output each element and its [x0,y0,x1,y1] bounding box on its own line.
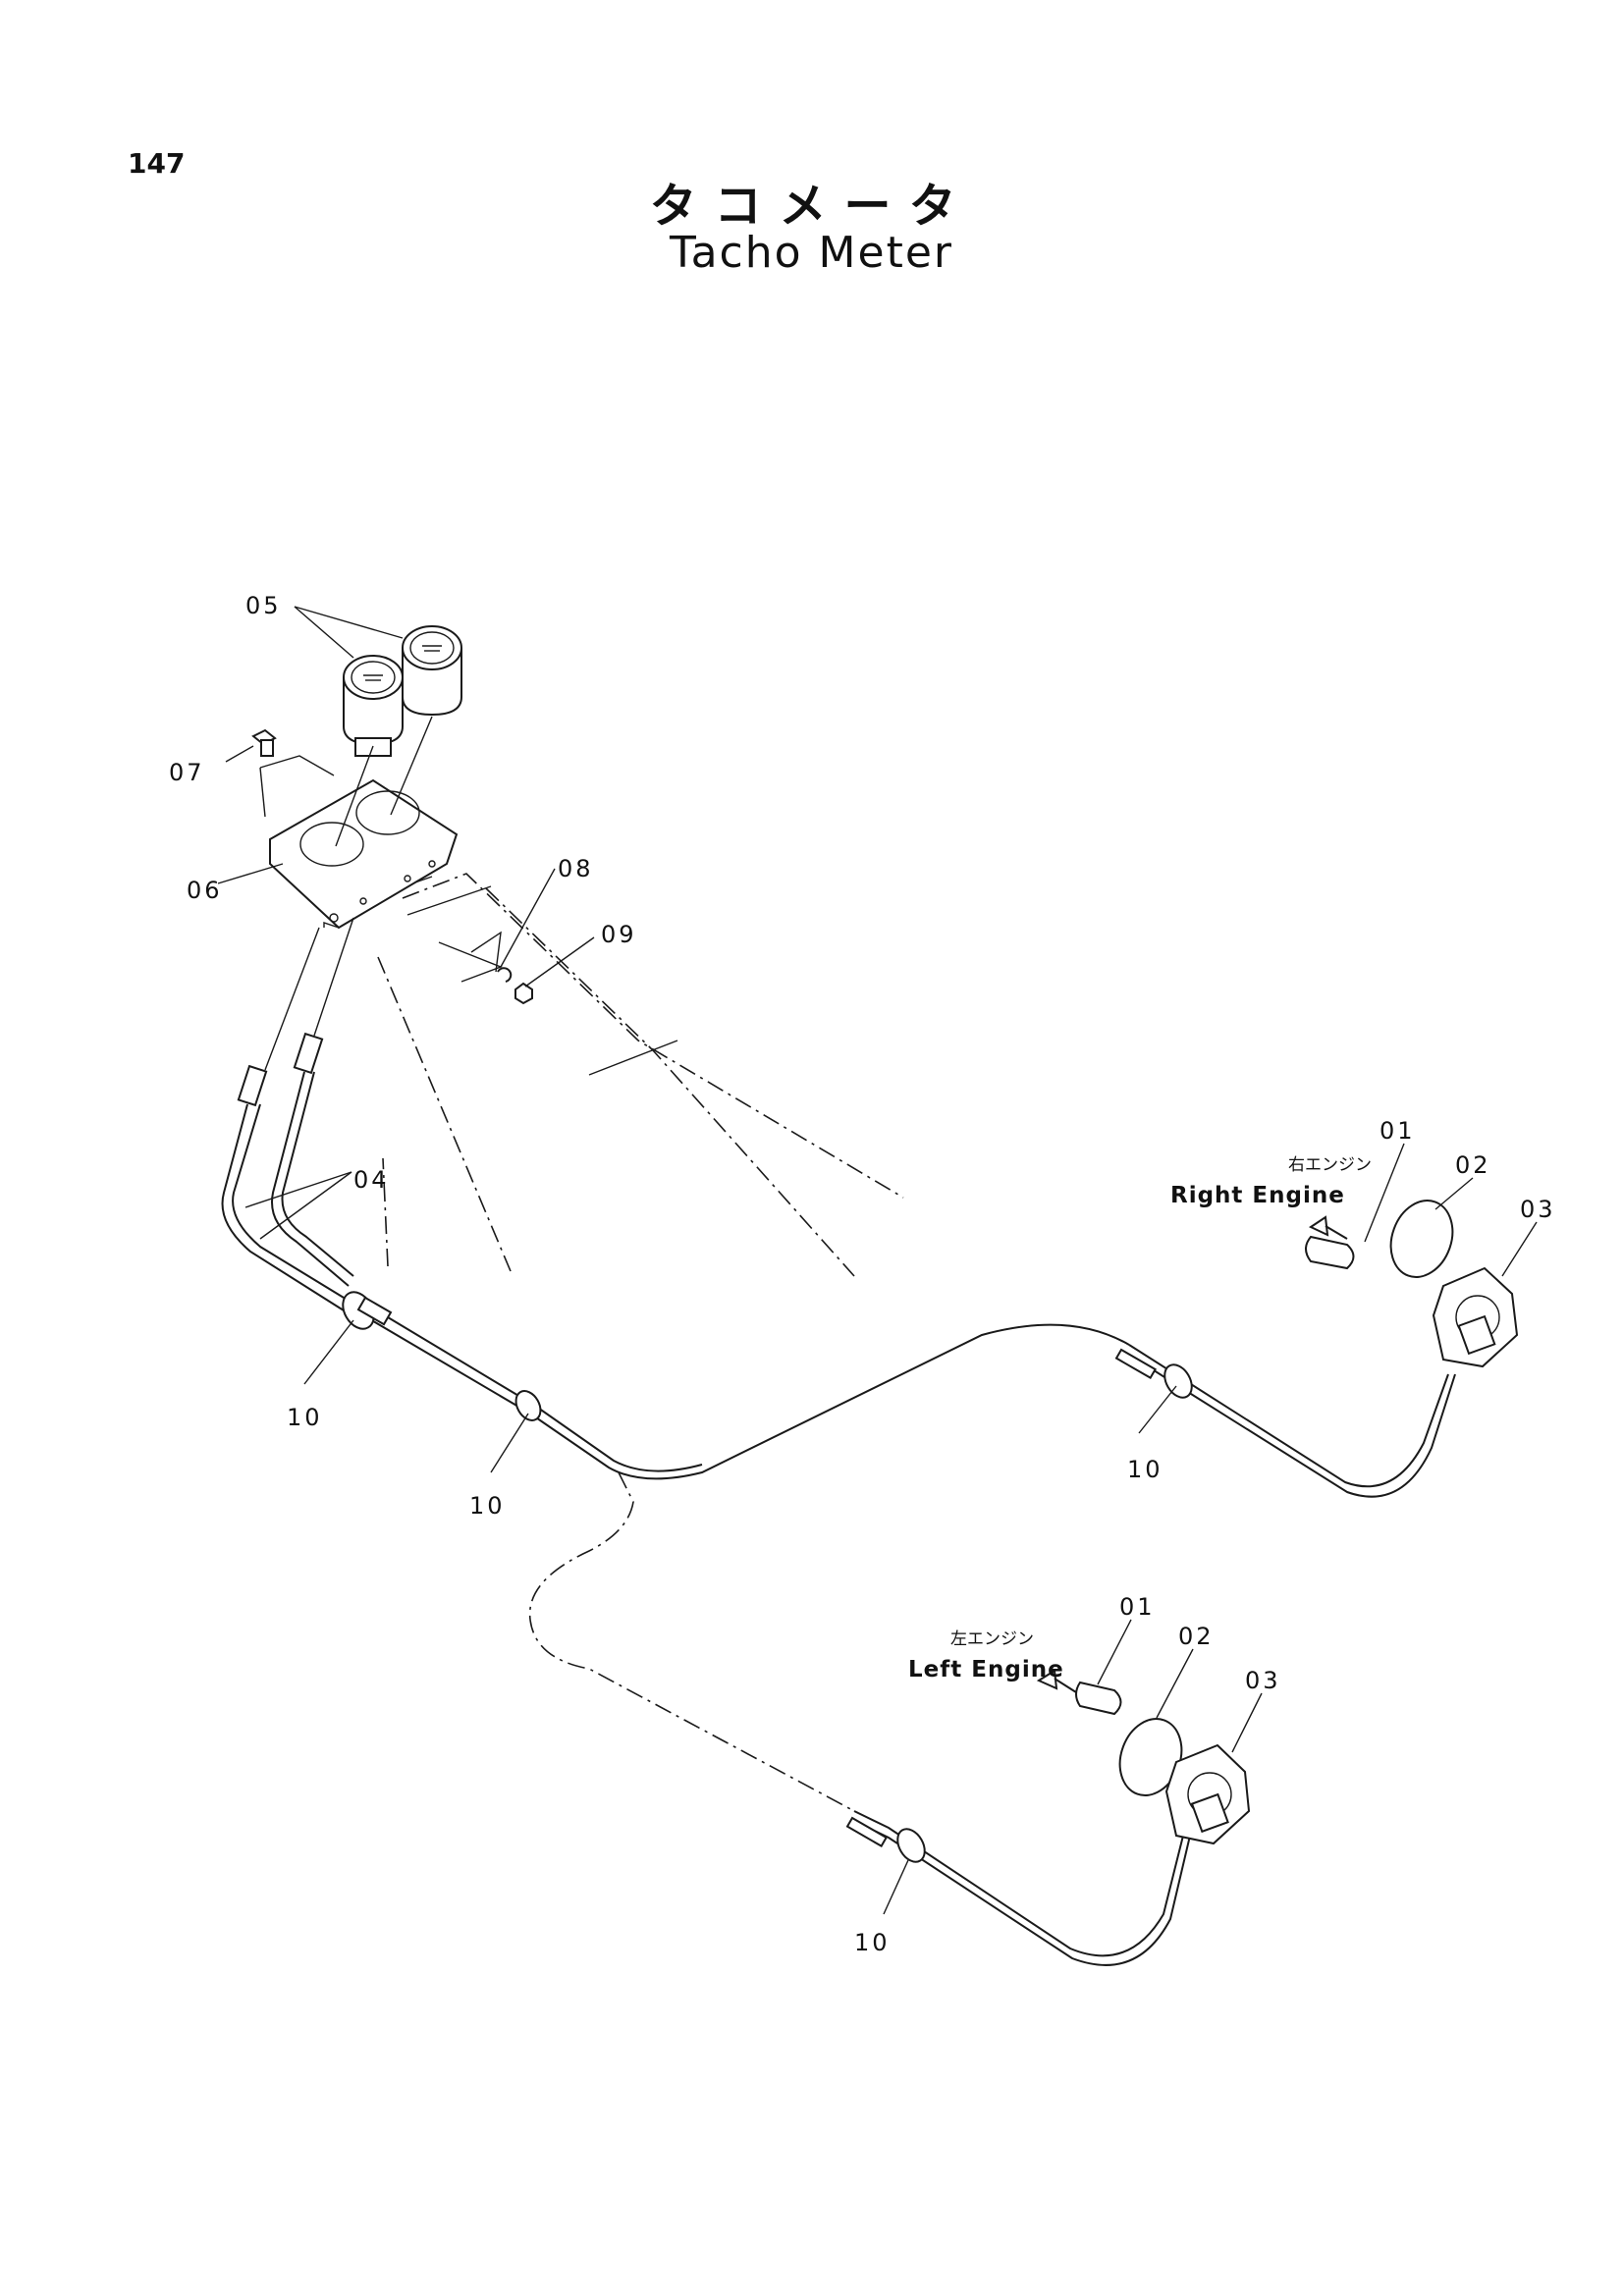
callout-10-b: 10 [469,1492,506,1520]
left-engine-label-jp: 左エンジン [950,1629,1034,1649]
tacho-gauge-front [343,655,404,757]
page-number: 147 [128,147,186,180]
callout-07: 07 [169,759,205,786]
tacho-cables [221,1032,1456,1966]
callout-02-left: 02 [1178,1623,1215,1650]
tacho-gauge-rear [402,625,462,717]
left-engine-drive-parts [1036,1669,1251,1845]
callout-09: 09 [601,921,637,948]
bolt-washer-nut [251,728,533,1005]
callout-10-a: 10 [287,1404,323,1431]
callout-10-c: 10 [1127,1456,1163,1483]
cable-clamps [342,1291,1193,1863]
right-engine-label-en: Right Engine [1170,1183,1345,1208]
left-engine-label-en: Left Engine [908,1657,1064,1682]
callout-03-right: 03 [1520,1196,1556,1223]
gauge-bracket [269,778,459,930]
frame-reference-lines [377,873,904,1277]
assembly-guide-lines [264,716,433,1071]
engine-labels: 右エンジン Right Engine 左エンジン Left Engine [908,1155,1372,1682]
right-engine-drive-parts [1305,1200,1519,1368]
cable-clamp-c [1114,1348,1193,1399]
callout-01-left: 01 [1119,1593,1156,1621]
callout-02-right: 02 [1455,1151,1491,1179]
page-title-japanese: タコメータ [649,179,974,234]
callout-06: 06 [187,877,223,904]
callout-05: 05 [245,592,282,619]
callout-leader-lines [217,606,1538,1915]
callout-04: 04 [353,1166,390,1194]
tacho-gauge-pair [343,625,462,757]
callout-10-d: 10 [854,1929,891,1956]
cable-clamp-d [845,1816,926,1863]
page-title-english: Tacho Meter [670,228,953,278]
cable-clamp-a [342,1291,393,1330]
callout-01-right: 01 [1380,1117,1416,1145]
cable-clamp-b [514,1390,542,1421]
callout-08: 08 [558,855,594,882]
right-engine-label-jp: 右エンジン [1288,1155,1372,1175]
callout-03-left: 03 [1245,1667,1281,1694]
callout-labels: 05 07 06 04 08 09 10 10 10 10 01 02 03 0… [169,592,1556,1956]
